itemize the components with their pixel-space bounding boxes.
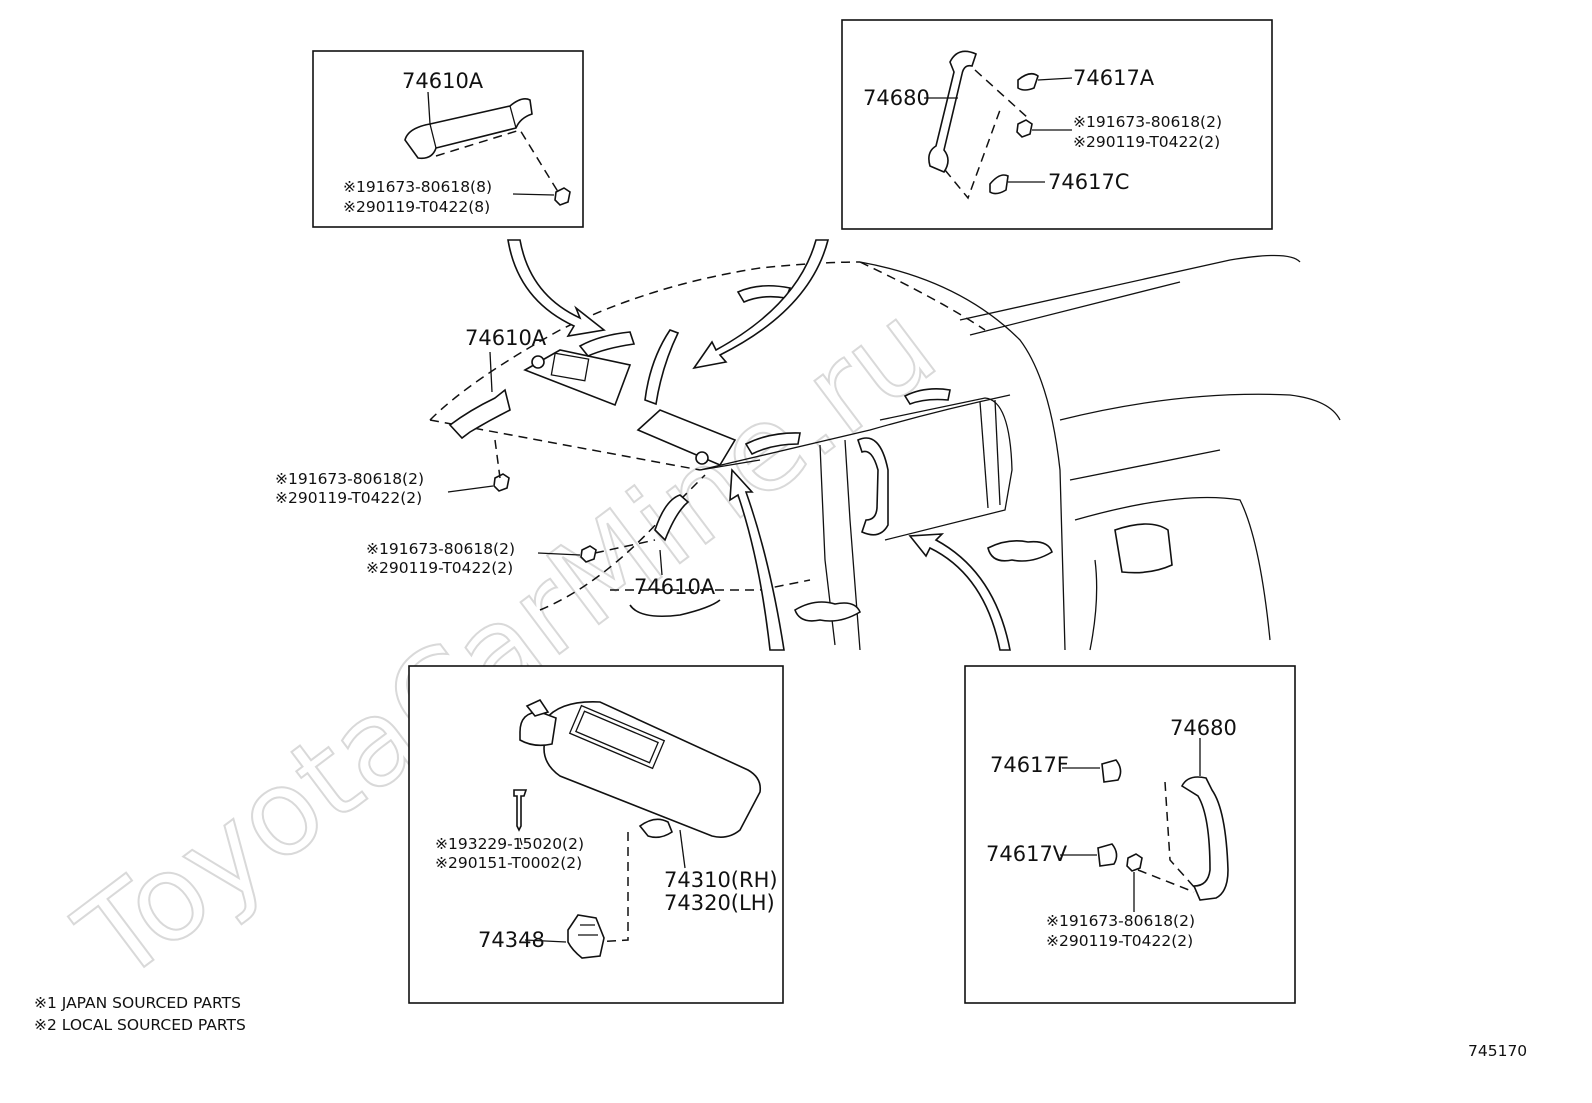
cap-74617V — [1097, 843, 1118, 867]
label-74680-top: 74680 — [863, 86, 930, 110]
cap-74617A — [1017, 72, 1039, 91]
label-tl-code1: ※191673-80618(8) — [343, 178, 492, 196]
label-screw-code1: ※193229-15020(2) — [435, 835, 584, 853]
label-74680-bottom: 74680 — [1170, 716, 1237, 740]
label-grip-left-code1: ※191673-80618(2) — [275, 470, 424, 488]
label-visor-rh: 74310(RH) — [664, 868, 778, 892]
label-visor-lh: 74320(LH) — [664, 891, 775, 915]
assist-grip-74680-bottom — [1180, 776, 1229, 901]
visor-clip-notch — [638, 818, 673, 839]
screw-bottom-right — [1126, 853, 1143, 872]
screw-top-right — [1016, 119, 1033, 138]
label-tr-code1: ※191673-80618(2) — [1073, 113, 1222, 131]
arrow-from-top-right-box — [692, 239, 830, 370]
cap-74617F — [1101, 759, 1122, 783]
label-74617C: 74617C — [1048, 170, 1129, 194]
label-pillar-code1: ※191673-80618(2) — [366, 540, 515, 558]
label-br-code2: ※290119-T0422(2) — [1046, 932, 1193, 950]
label-screw-code2: ※290151-T0002(2) — [435, 854, 582, 872]
label-pillar-code2: ※290119-T0422(2) — [366, 559, 513, 577]
label-pillar-grip: 74610A — [634, 575, 716, 599]
label-grip-left-code2: ※290119-T0422(2) — [275, 489, 422, 507]
detail-box-bottom-left: ※193229-15020(2) ※290151-T0002(2) 74310(… — [408, 665, 784, 1004]
detail-box-bottom-right: 74680 74617F 74617V ※191673-80618(2) ※29… — [964, 665, 1296, 1004]
label-tr-code2: ※290119-T0422(2) — [1073, 133, 1220, 151]
diagram-id: 745170 — [1468, 1042, 1527, 1060]
detail-box-top-right: 74680 74617A ※191673-80618(2) ※290119-T0… — [841, 19, 1273, 230]
label-74617A: 74617A — [1073, 66, 1155, 90]
arrow-from-top-left-box — [507, 239, 606, 338]
car-interior-drawing — [429, 254, 1341, 651]
screw-top-left — [554, 187, 571, 206]
detail-box-top-left: 74610A ※191673-80618(8) ※290119-T0422(8) — [312, 50, 584, 228]
visor-hinge — [519, 711, 557, 747]
label-74617F: 74617F — [990, 753, 1069, 777]
assist-grip-74680-top — [928, 50, 977, 173]
label-74617V: 74617V — [986, 842, 1068, 866]
screw-main-left — [493, 473, 510, 492]
footnote-local: ※2 LOCAL SOURCED PARTS — [34, 1016, 246, 1034]
arrow-to-bottom-left-box — [729, 468, 785, 651]
visor-screw — [513, 789, 528, 832]
label-holder-74348: 74348 — [478, 928, 545, 952]
label-br-code1: ※191673-80618(2) — [1046, 912, 1195, 930]
footnote-japan: ※1 JAPAN SOURCED PARTS — [34, 994, 241, 1012]
label-74610A-box: 74610A — [402, 69, 484, 93]
cap-74617C — [989, 174, 1009, 195]
arrow-to-bottom-right-box — [908, 533, 1011, 651]
visor-holder-74348 — [567, 914, 605, 959]
sun-visor — [543, 701, 762, 838]
screw-main-pillar — [580, 545, 597, 563]
label-grip-left-main: 74610A — [465, 326, 547, 350]
assist-grip-74610A — [404, 98, 533, 160]
label-tl-code2: ※290119-T0422(8) — [343, 198, 490, 216]
